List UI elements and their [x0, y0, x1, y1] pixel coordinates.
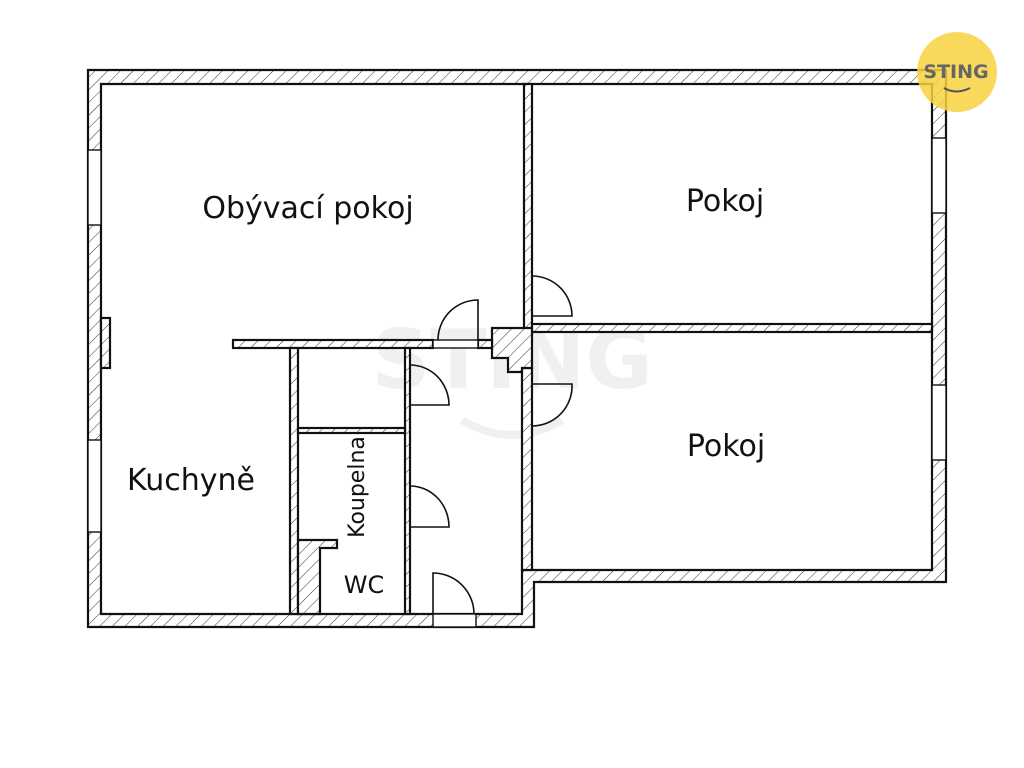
door-living-room — [432, 299, 479, 349]
label-living-room: Obývací pokoj — [202, 191, 413, 226]
windows — [87, 137, 947, 533]
wall-between-rooms — [530, 322, 934, 334]
wall-pillar — [490, 326, 534, 374]
wall-kitchen-east — [288, 346, 300, 616]
wall-bathroom-north — [296, 426, 407, 435]
door-entrance — [432, 572, 477, 628]
door-storage — [409, 364, 450, 406]
label-room-1: Pokoj — [686, 184, 764, 219]
logo-text: STING — [923, 61, 988, 83]
wall-bump — [99, 316, 112, 370]
door-bathroom — [409, 485, 450, 528]
wall-living-room-east — [522, 82, 534, 332]
wall-hallway-west — [403, 346, 412, 616]
door-room-1 — [531, 275, 573, 317]
wall-hallway-east — [520, 366, 534, 572]
label-kitchen: Kuchyně — [127, 463, 255, 498]
label-wc: WC — [344, 571, 385, 599]
label-bathroom: Koupelna — [345, 436, 370, 538]
sting-logo: STING — [917, 32, 997, 112]
wall-wc — [296, 538, 339, 616]
door-room-2 — [531, 383, 573, 427]
wall-kitchen-north-b — [476, 338, 494, 350]
label-room-2: Pokoj — [687, 429, 765, 464]
wall-kitchen-north — [231, 338, 435, 350]
